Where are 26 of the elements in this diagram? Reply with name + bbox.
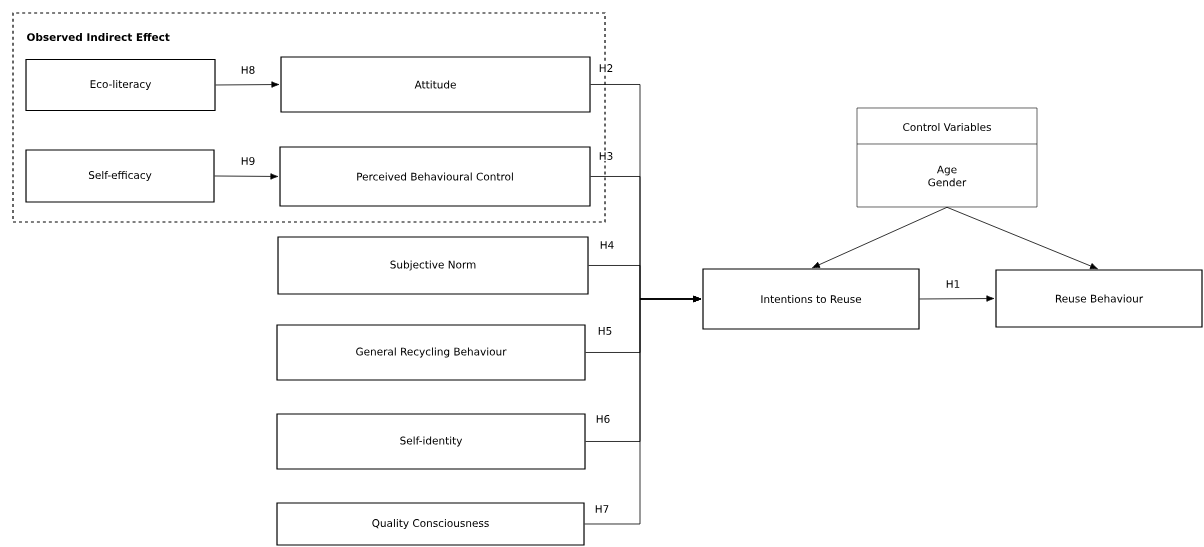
edge-label: H9 (239, 156, 257, 166)
construct-box: Self-identity (276, 413, 586, 470)
arrow (919, 295, 995, 302)
edge-label: H5 (596, 326, 614, 336)
arrow (946, 206, 1098, 270)
edge-label: H3 (597, 151, 615, 161)
edge-label: H8 (239, 65, 257, 75)
construct-box: Eco-literacy (25, 58, 216, 112)
construct-box: Intentions to Reuse (702, 268, 920, 330)
construct-box: Attitude (280, 56, 591, 113)
edge-label: H7 (593, 504, 611, 514)
arrow (214, 173, 279, 180)
edge-label: H2 (597, 63, 615, 73)
arrow (812, 206, 948, 269)
arrow (215, 81, 280, 88)
edge-label: H1 (944, 279, 962, 289)
arrow (584, 295, 702, 525)
construct-box: Reuse Behaviour (995, 269, 1203, 328)
construct-box: General Recycling Behaviour (276, 324, 586, 381)
construct-box: Perceived Behavioural Control (279, 146, 591, 207)
construct-box: Self-efficacy (25, 149, 215, 203)
edge-label: H6 (594, 414, 612, 424)
construct-box: Quality Consciousness (276, 502, 585, 546)
construct-box: Subjective Norm (277, 236, 589, 295)
edge-label: H4 (598, 240, 616, 250)
variable-box: Control Variables Age Gender (856, 107, 1038, 208)
